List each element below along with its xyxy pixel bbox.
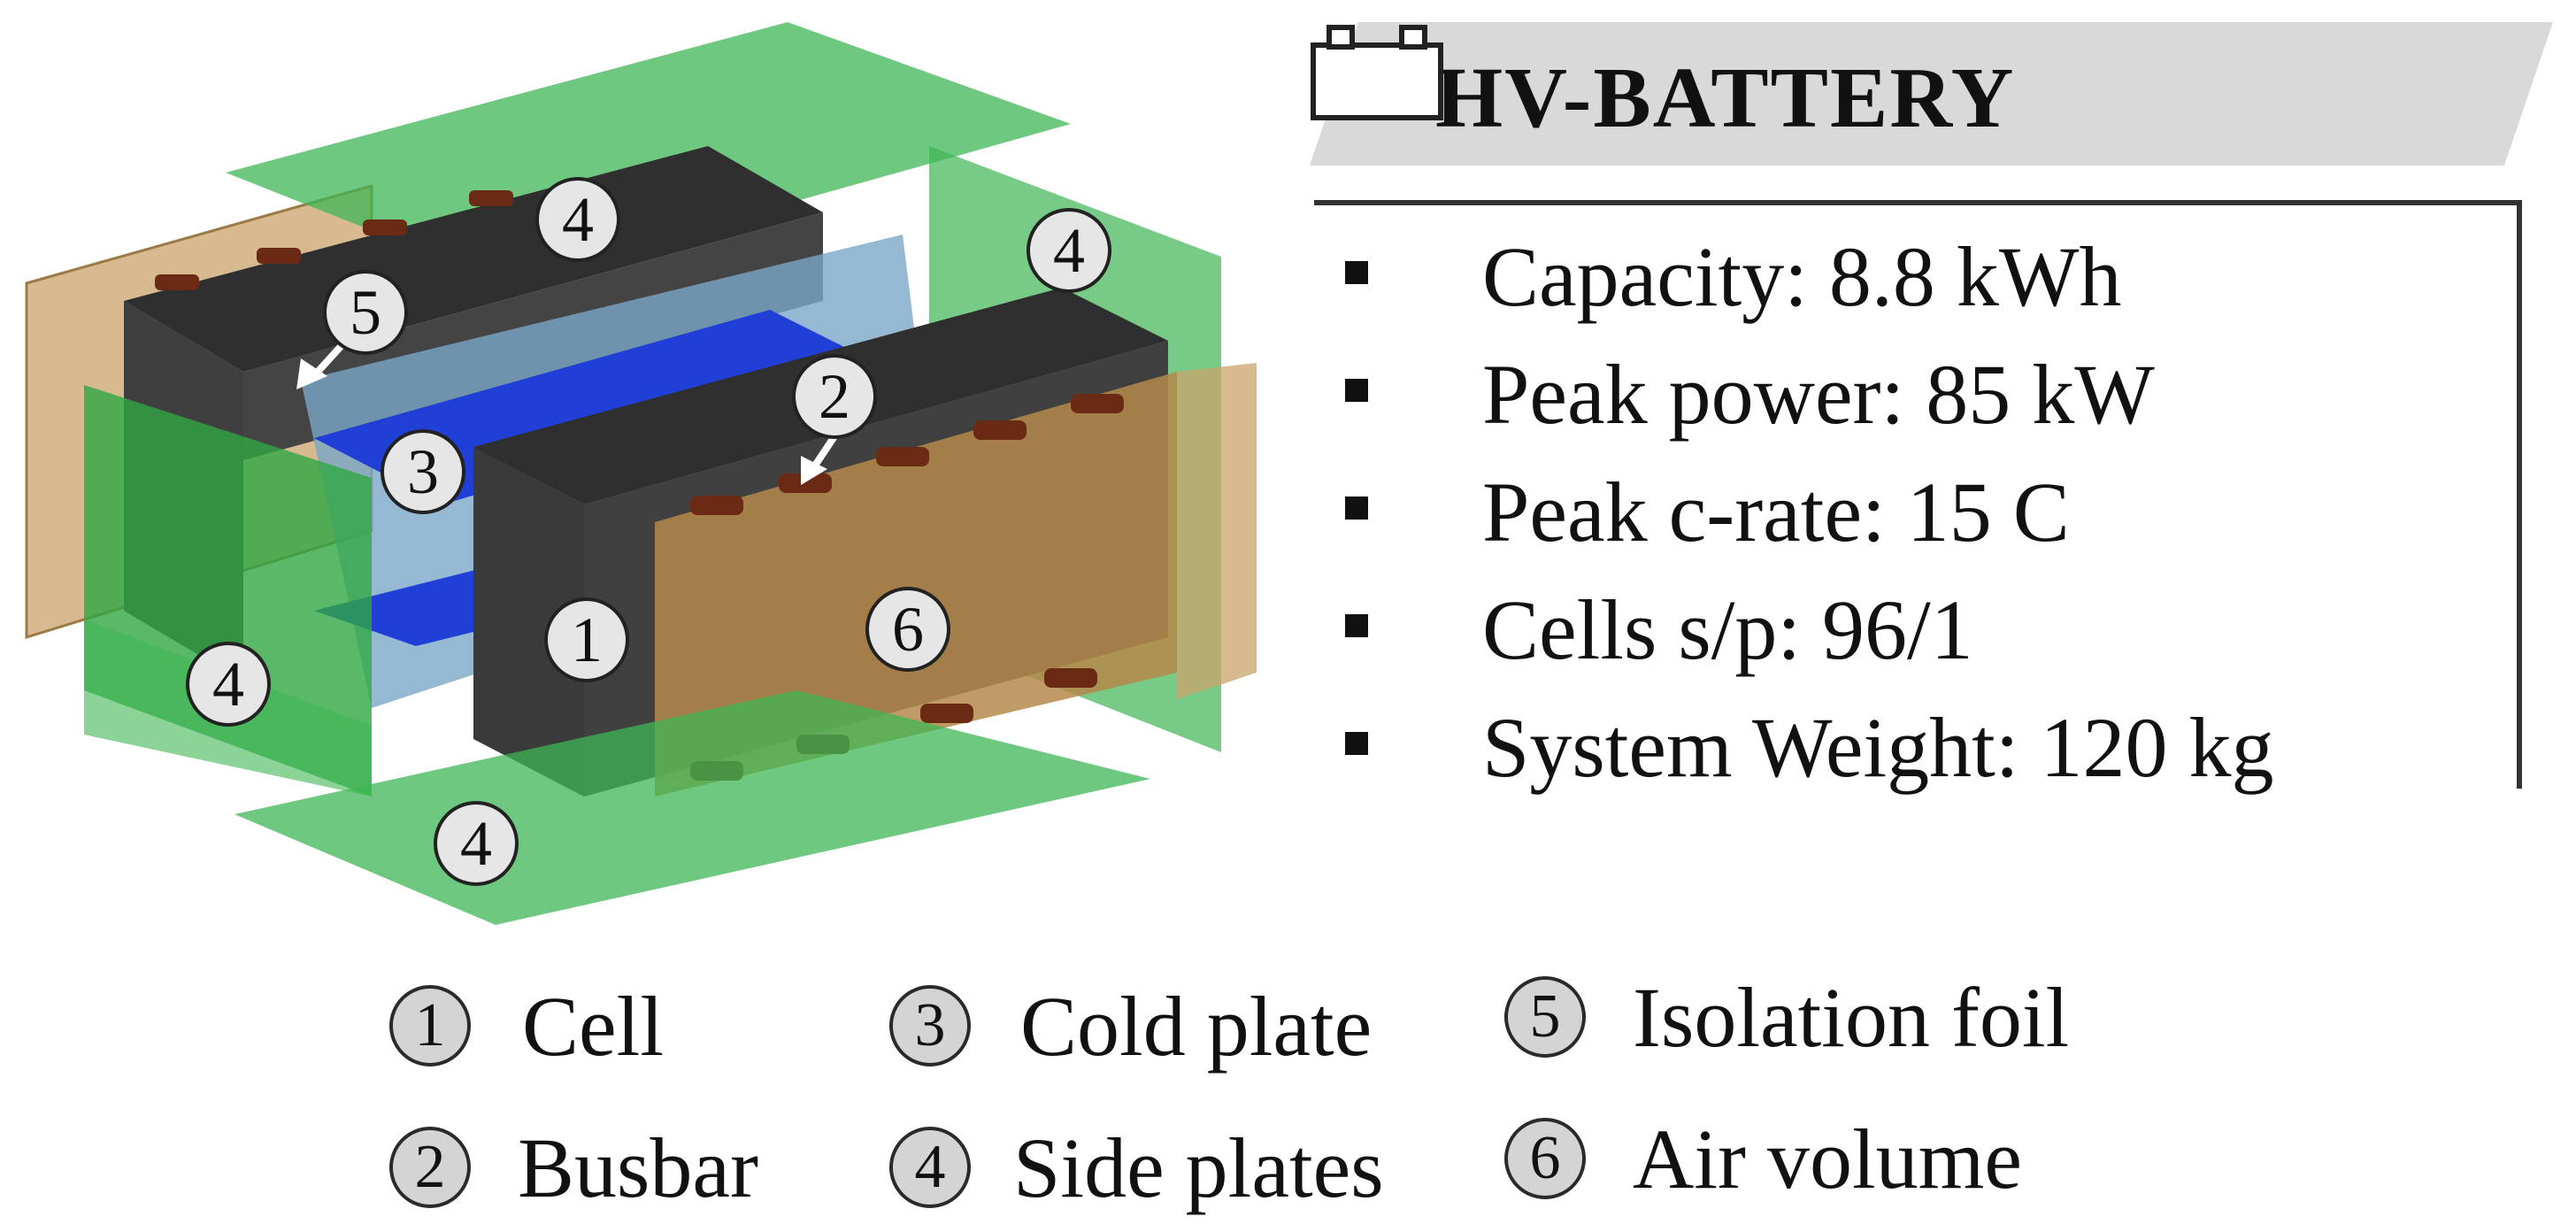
spec-text: Peak c-rate: 15 C: [1482, 465, 2070, 559]
spec-text: Peak power: 85 kW: [1482, 347, 2155, 442]
busbar-row-back: [155, 190, 513, 290]
callout-side-plate-top: 4: [535, 177, 620, 262]
spec-text: System Weight: 120 kg: [1482, 700, 2274, 795]
callout-side-plate-left: 4: [186, 642, 271, 727]
bullet-icon: [1345, 732, 1368, 755]
callout-air-volume: 6: [865, 587, 950, 672]
callout-isolation-foil: 5: [323, 270, 408, 355]
cell-row-front-left: [473, 447, 584, 797]
arrow-busbar-head: [801, 456, 827, 485]
legend-label: Isolation foil: [1633, 970, 2070, 1065]
legend-label: Air volume: [1633, 1112, 2022, 1206]
banner-background: [1310, 22, 2553, 166]
bullet-icon: [1345, 261, 1368, 284]
legend-number-marker: 3: [889, 985, 971, 1066]
legend-label: Cold plate: [1020, 979, 1373, 1074]
legend-label: Cell: [522, 979, 664, 1074]
legend-label: Busbar: [518, 1120, 758, 1215]
bullet-icon: [1345, 614, 1368, 637]
callout-busbar: 2: [792, 354, 877, 439]
page-title: HV-BATTERY: [1435, 50, 2016, 146]
spec-text: Cells s/p: 96/1: [1482, 582, 1973, 677]
legend-number-marker: 5: [1504, 976, 1586, 1058]
bullet-icon: [1345, 497, 1368, 520]
callout-side-plate-right: 4: [1027, 208, 1111, 293]
arrow-foil-head: [296, 358, 327, 389]
legend-number-marker: 1: [389, 985, 471, 1066]
callout-side-plate-bottom: 4: [434, 801, 519, 886]
legend-label: Side plates: [1013, 1120, 1384, 1215]
spec-panel-frame: [1314, 200, 2522, 789]
cell-row-back-top: [124, 146, 823, 372]
air-volume-front: [655, 372, 1177, 797]
legend-number-marker: 4: [889, 1127, 971, 1208]
bullet-icon: [1345, 379, 1368, 402]
callout-cold-plate: 3: [381, 429, 465, 514]
callout-cell: 1: [544, 597, 629, 682]
air-volume-right: [1177, 363, 1257, 699]
side-plate-bottom: [235, 690, 1150, 925]
legend-number-marker: 6: [1504, 1118, 1586, 1199]
battery-icon: [1311, 25, 1443, 120]
legend-number-marker: 2: [389, 1127, 471, 1208]
spec-text: Capacity: 8.8 kWh: [1482, 229, 2122, 324]
title-banner: HV-BATTERY: [1310, 22, 2553, 166]
